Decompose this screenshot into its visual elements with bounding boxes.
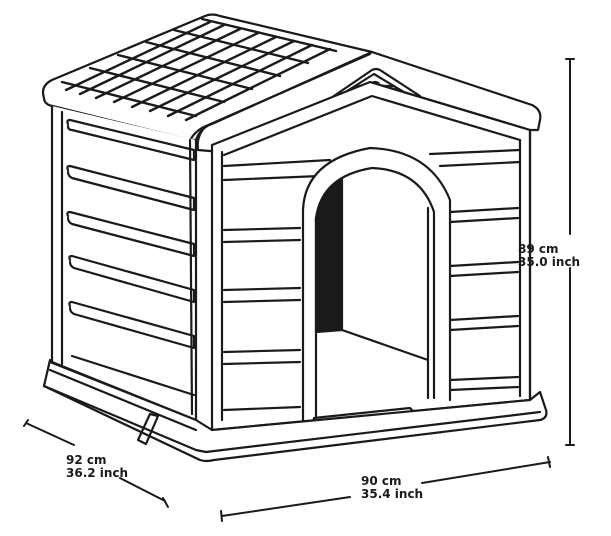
height-inch: 35.0 inch xyxy=(518,255,581,269)
height-cm: 89 cm xyxy=(518,242,559,256)
door xyxy=(301,146,452,422)
height-dimension-label: 89 cm 35.0 inch xyxy=(518,243,580,269)
depth-cm: 92 cm xyxy=(66,453,107,467)
dimension-lines xyxy=(23,58,575,522)
depth-inch: 36.2 inch xyxy=(66,466,129,480)
width-cm: 90 cm xyxy=(361,474,402,488)
width-dimension-label: 90 cm 35.4 inch xyxy=(361,475,423,501)
base xyxy=(42,358,548,463)
roof xyxy=(41,13,542,154)
depth-dimension-label: 92 cm 36.2 inch xyxy=(66,454,128,480)
width-inch: 35.4 inch xyxy=(361,487,424,501)
left-side-wall xyxy=(50,104,198,422)
